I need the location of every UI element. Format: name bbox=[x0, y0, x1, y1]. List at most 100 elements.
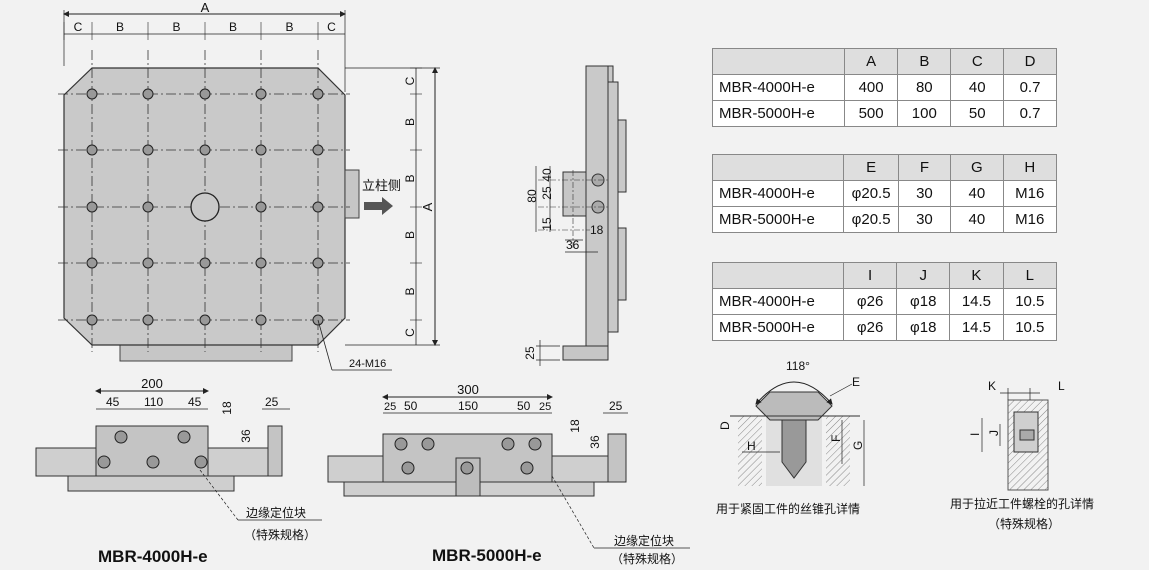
cell: 100 bbox=[897, 100, 952, 127]
dim-18: 18 bbox=[220, 401, 234, 415]
dim-36: 36 bbox=[239, 429, 253, 443]
cell: 30 bbox=[897, 180, 952, 207]
dim-25-left: 25 bbox=[384, 401, 396, 413]
header-B: B bbox=[897, 48, 952, 75]
table-row-model: MBR-4000H-e bbox=[711, 180, 845, 207]
angle-118-label: 118° bbox=[786, 359, 810, 373]
dim-right-A: A bbox=[420, 202, 435, 211]
table-row-model: MBR-5000H-e bbox=[712, 100, 845, 127]
header-E: E bbox=[843, 154, 899, 181]
edge-locator-callout: 边缘定位块 bbox=[246, 505, 306, 520]
label-D: D bbox=[718, 421, 732, 430]
dim-200: 200 bbox=[141, 376, 163, 391]
threaded-hole bbox=[86, 314, 98, 326]
header-D: D bbox=[1003, 48, 1057, 75]
dim-45-right: 45 bbox=[188, 395, 202, 409]
edge-locator-callout-note: （特殊规格） bbox=[244, 527, 316, 542]
header-I: I bbox=[843, 262, 898, 289]
cell: 10.5 bbox=[1002, 314, 1058, 341]
dim-segment-label: C bbox=[403, 76, 417, 85]
dim-18: 18 bbox=[590, 223, 604, 237]
column-side-label: 立柱侧 bbox=[362, 178, 401, 193]
table-row-model: MBR-5000H-e bbox=[711, 314, 845, 341]
cell: 30 bbox=[897, 206, 952, 233]
header-blank bbox=[711, 262, 845, 289]
model-4000-label: MBR-4000H-e bbox=[98, 547, 208, 566]
dim-50-right: 50 bbox=[517, 399, 531, 413]
side-view: 80 25 40 15 36 18 25 bbox=[523, 65, 627, 366]
label-K: K bbox=[988, 379, 996, 393]
dim-segment-label: B bbox=[403, 231, 417, 239]
cell: M16 bbox=[1002, 206, 1058, 233]
dim-45-left: 45 bbox=[106, 395, 120, 409]
dim-25-bottom: 25 bbox=[523, 346, 537, 360]
threaded-hole bbox=[199, 314, 211, 326]
label-G: G bbox=[851, 441, 865, 450]
dim-110: 110 bbox=[144, 395, 163, 409]
cell: 0.7 bbox=[1003, 74, 1057, 101]
header-G: G bbox=[950, 154, 1004, 181]
center-hole bbox=[190, 192, 220, 222]
threaded-hole bbox=[255, 257, 267, 269]
bolt-hole-detail: K L I J 用于拉近工件螺栓的孔详情 （特殊规格） bbox=[950, 379, 1094, 531]
dim-15: 15 bbox=[540, 217, 554, 231]
cell: φ26 bbox=[843, 314, 898, 341]
header-L: L bbox=[1002, 262, 1058, 289]
threaded-hole bbox=[199, 88, 211, 100]
cell: φ20.5 bbox=[843, 206, 899, 233]
table-row-model: MBR-5000H-e bbox=[711, 206, 845, 233]
cell: φ26 bbox=[843, 288, 898, 315]
header-A: A bbox=[843, 48, 899, 75]
dim-segment-label: B bbox=[403, 118, 417, 126]
label-I: I bbox=[968, 433, 982, 436]
label-L: L bbox=[1058, 379, 1065, 393]
column-side-arrow-icon bbox=[364, 197, 393, 215]
cell: 50 bbox=[950, 100, 1005, 127]
dim-36: 36 bbox=[588, 435, 602, 449]
threaded-hole bbox=[199, 144, 211, 156]
threaded-hole bbox=[255, 314, 267, 326]
header-F: F bbox=[897, 154, 952, 181]
threaded-hole bbox=[312, 257, 324, 269]
header-K: K bbox=[949, 262, 1004, 289]
thread-callout: 24-M16 bbox=[349, 358, 386, 370]
dim-25: 25 bbox=[265, 395, 279, 409]
threaded-hole bbox=[199, 257, 211, 269]
model-5000-label: MBR-5000H-e bbox=[432, 546, 542, 565]
dim-80: 80 bbox=[525, 189, 539, 203]
label-F: F bbox=[829, 435, 843, 442]
dim-segment-label: B bbox=[116, 20, 124, 34]
dim-150: 150 bbox=[458, 399, 478, 413]
cell: M16 bbox=[1002, 180, 1058, 207]
label-J: J bbox=[987, 430, 1001, 436]
threaded-hole bbox=[86, 88, 98, 100]
dim-top-A: A bbox=[201, 0, 210, 15]
dim-36: 36 bbox=[566, 238, 580, 252]
dim-18: 18 bbox=[568, 419, 582, 433]
side-block bbox=[344, 169, 360, 219]
cell: 40 bbox=[950, 180, 1004, 207]
bolt-hole-caption: 用于拉近工件螺栓的孔详情 bbox=[950, 496, 1094, 511]
cell: 0.7 bbox=[1003, 100, 1057, 127]
dim-segment-label: B bbox=[172, 20, 180, 34]
dim-segment-label: C bbox=[327, 20, 336, 34]
edge-locator-callout-note: （特殊规格） bbox=[611, 551, 683, 566]
block-5000-view: 300 25 50 150 50 25 25 18 36 边缘定位块 （特殊规格… bbox=[327, 382, 690, 566]
threaded-hole bbox=[312, 144, 324, 156]
bolt-hole-caption-note: （特殊规格） bbox=[988, 516, 1060, 531]
plate-base-bar bbox=[119, 344, 293, 362]
cell: 80 bbox=[897, 74, 952, 101]
threaded-holes bbox=[86, 88, 324, 326]
table-row-model: MBR-4000H-e bbox=[712, 74, 845, 101]
cell: 10.5 bbox=[1002, 288, 1058, 315]
cell: 500 bbox=[843, 100, 899, 127]
dim-300: 300 bbox=[457, 382, 479, 397]
cell: 14.5 bbox=[949, 288, 1004, 315]
dim-segment-label: B bbox=[403, 287, 417, 295]
threaded-hole bbox=[255, 201, 267, 213]
threaded-hole bbox=[142, 257, 154, 269]
